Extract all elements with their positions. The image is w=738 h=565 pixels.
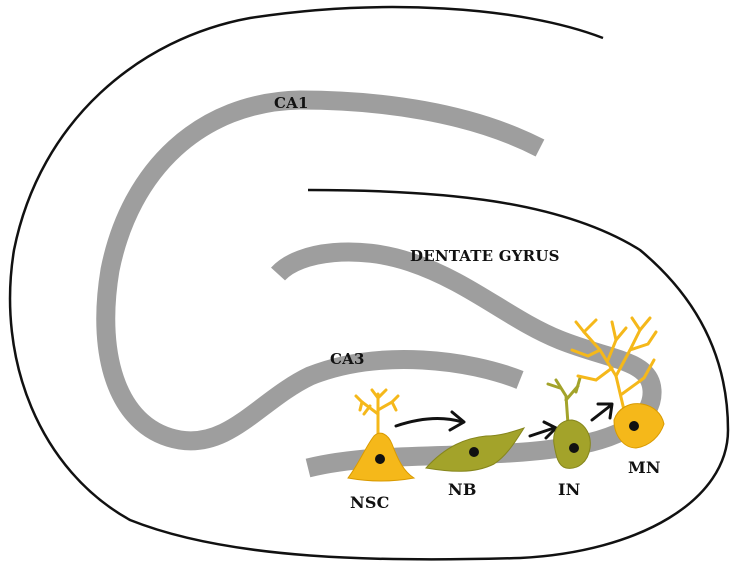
mn-nucleus: [629, 421, 639, 431]
ca3-label: CA3: [330, 350, 365, 368]
in-cell: [546, 376, 591, 469]
nb-nucleus: [469, 447, 479, 457]
arrow-nsc-to-nb: [394, 410, 466, 432]
mn-cell: [570, 316, 665, 449]
arrow-nb-to-in: [528, 420, 558, 440]
in-nucleus: [569, 443, 579, 453]
nsc-label: NSC: [350, 493, 390, 512]
nb-label: NB: [448, 480, 477, 499]
nsc-nucleus: [375, 454, 385, 464]
mn-label: MN: [628, 458, 661, 477]
ca1-label: CA1: [274, 94, 309, 112]
hippocampus-outline: [8, 5, 730, 561]
nsc-cell: [347, 388, 416, 482]
in-label: IN: [558, 480, 581, 499]
arrow-in-to-mn: [590, 402, 614, 422]
ca1-ca3-layer: [96, 90, 545, 451]
dentate-gyrus-label: DENTATE GYRUS: [410, 247, 560, 265]
nb-cell: [425, 427, 526, 472]
